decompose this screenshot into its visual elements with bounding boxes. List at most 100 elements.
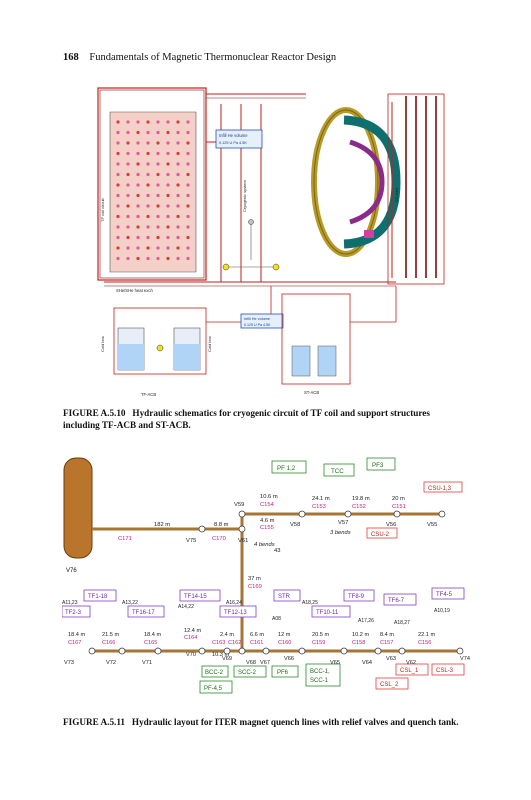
svg-text:SCC-1: SCC-1: [310, 678, 329, 684]
svg-text:TF1-18: TF1-18: [88, 594, 108, 600]
grid-dot: [186, 256, 190, 261]
svg-text:182 m: 182 m: [154, 522, 170, 528]
svg-text:18.4 m: 18.4 m: [68, 632, 85, 638]
svg-text:V71: V71: [142, 660, 152, 666]
svg-text:V63: V63: [386, 656, 396, 662]
svg-text:A14,22: A14,22: [178, 604, 194, 610]
box-csu13: CSU-1,3: [428, 486, 452, 492]
grid-dot: [176, 193, 180, 198]
grid-dot: [116, 172, 120, 177]
svg-text:20.5 m: 20.5 m: [312, 632, 329, 638]
piping-loop-left-inner: [99, 89, 205, 279]
svg-text:V73: V73: [64, 660, 74, 666]
grid-dot: [126, 183, 130, 187]
svg-text:V64: V64: [362, 660, 372, 666]
figure-caption-1: FIGURE A.5.10 Hydraulic schematics for c…: [63, 407, 463, 431]
grid-dot: [186, 235, 190, 240]
svg-text:PF6: PF6: [277, 670, 289, 676]
grid-dot: [116, 120, 120, 124]
piping-loop-left: [97, 87, 207, 281]
svg-text:V75: V75: [186, 538, 196, 544]
svg-text:A18,27: A18,27: [394, 620, 410, 626]
svg-text:V57: V57: [338, 520, 348, 526]
bottom-boxes: [62, 587, 465, 694]
grid-dot: [176, 235, 180, 240]
torus-coil-outline: [313, 109, 379, 255]
grid-dot: [186, 141, 190, 145]
grid-dot: [136, 120, 140, 124]
svg-text:C160: C160: [278, 640, 291, 646]
grid-dot: [126, 172, 130, 177]
grid-dot: [116, 162, 120, 166]
grid-dot: [116, 130, 120, 135]
grid-dot: [166, 214, 170, 219]
grid-dot: [136, 162, 140, 166]
valve-block: [364, 230, 374, 238]
grid-dot: [146, 235, 150, 240]
svg-text:V70: V70: [186, 652, 196, 658]
grid-dot: [186, 130, 190, 135]
svg-text:BCC-2: BCC-2: [205, 670, 224, 676]
svg-text:TF14-15: TF14-15: [184, 594, 207, 600]
svg-text:V56: V56: [386, 522, 396, 528]
svg-text:12 m: 12 m: [278, 632, 291, 638]
svg-text:A17,26: A17,26: [358, 618, 374, 624]
grid-dot: [166, 120, 170, 124]
box-tcc: TCC: [331, 468, 344, 475]
grid-dot: [156, 193, 160, 198]
svg-text:V61: V61: [238, 538, 248, 544]
grid-dot: [156, 172, 160, 177]
grid-dot: [126, 225, 130, 229]
grid-dot: [116, 183, 120, 187]
pump-1: [156, 344, 164, 352]
svg-text:10.2 m: 10.2 m: [352, 632, 369, 638]
svg-text:19.8 m: 19.8 m: [352, 496, 370, 502]
grid-dot: [156, 256, 160, 261]
svg-text:22.1 m: 22.1 m: [418, 632, 435, 638]
grid-dot: [126, 246, 130, 250]
grid-dot: [116, 204, 120, 208]
svg-text:C163: C163: [212, 640, 225, 646]
tank-2-fill: [174, 344, 200, 370]
svg-text:V58: V58: [290, 522, 300, 528]
svg-text:A18,25: A18,25: [302, 600, 318, 606]
grid-dot: [136, 246, 140, 250]
svg-text:C155: C155: [260, 525, 274, 531]
svg-text:21.5 m: 21.5 m: [102, 632, 119, 638]
svg-text:18.4 m: 18.4 m: [144, 632, 161, 638]
svg-text:V69: V69: [222, 656, 232, 662]
grid-dot: [176, 256, 180, 261]
svg-text:V72: V72: [106, 660, 116, 666]
svg-text:C171: C171: [118, 536, 132, 542]
quench-line-layout: V76 PF 1,2 TCC PF3 CSU-1,3 CSU-2 182 m 8…: [62, 457, 470, 694]
grid-dot: [136, 225, 140, 229]
grid-dot: [146, 130, 150, 135]
infill-label-1: Infill He volume: [219, 133, 248, 138]
grid-dot: [176, 141, 180, 145]
svg-text:A08: A08: [272, 616, 281, 622]
st-acb-loop: [281, 293, 351, 385]
svg-text:V59: V59: [234, 502, 244, 508]
svg-text:V74: V74: [460, 656, 470, 662]
cs-inlet-label: CS inlet: [394, 187, 399, 202]
grid-dot: [186, 162, 190, 166]
figure-caption-text-2: Hydraulic layout for ITER magnet quench …: [131, 717, 459, 727]
figure-caption-2: FIGURE A.5.11 Hydraulic layout for ITER …: [63, 716, 463, 728]
svg-text:STR: STR: [278, 594, 291, 600]
grid-dot: [186, 225, 190, 229]
top-boxes: [271, 457, 463, 539]
svg-text:TF12-13: TF12-13: [224, 610, 247, 616]
grid-dot: [176, 172, 180, 177]
grid-dot: [146, 141, 150, 145]
st-acb-label: ST-ACB: [304, 390, 319, 395]
grid-dot: [176, 120, 180, 124]
box-pf3: PF3: [372, 462, 384, 469]
svg-text:12.4 m: 12.4 m: [184, 628, 201, 634]
figure-label-2: FIGURE A.5.11: [63, 717, 126, 727]
grid-dot: [156, 120, 160, 124]
st-acb-tank-2: [317, 345, 337, 377]
svg-text:C161: C161: [250, 640, 263, 646]
svg-text:TF4-5: TF4-5: [436, 592, 453, 598]
bottom-nodes: [88, 647, 464, 655]
cold-box-label-2: Cold box: [207, 336, 212, 352]
